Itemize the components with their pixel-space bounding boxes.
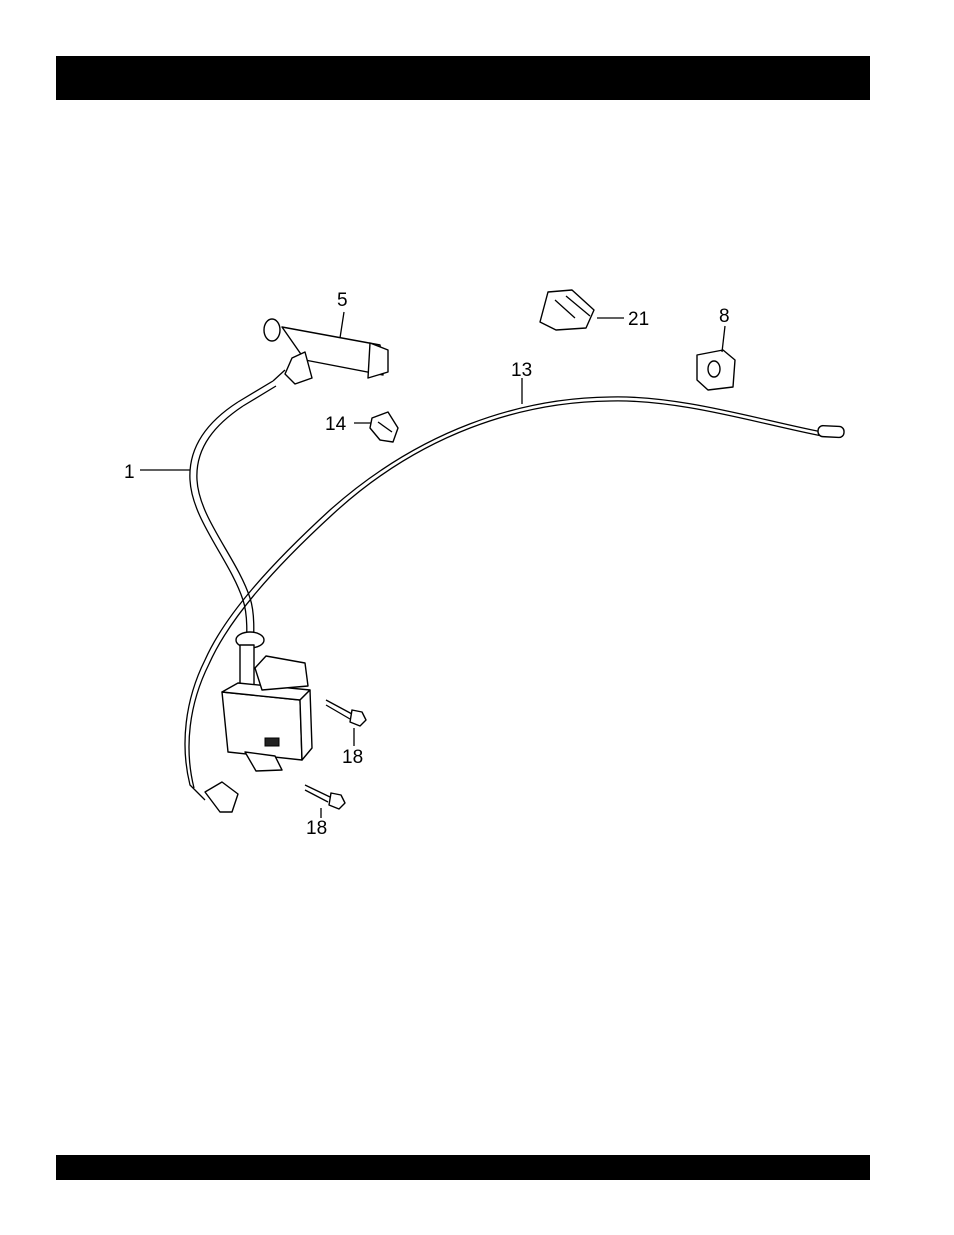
part-8-grommet xyxy=(697,350,735,390)
callout-1: 1 xyxy=(124,462,135,483)
part-18-bolt-lower xyxy=(305,785,345,809)
footer-bar xyxy=(56,1155,870,1180)
callout-13: 13 xyxy=(511,360,532,381)
part-14-clip xyxy=(370,412,398,442)
callout-8: 8 xyxy=(719,306,730,327)
part-18-bolt-upper xyxy=(326,700,366,726)
callout-21: 21 xyxy=(628,309,649,330)
callout-14: 14 xyxy=(325,414,347,435)
part-1-ignition-coil xyxy=(190,381,312,771)
callout-18-upper: 18 xyxy=(342,747,363,768)
callout-18-lower: 18 xyxy=(306,818,327,839)
part-5-plug-cap xyxy=(264,319,388,384)
callout-5: 5 xyxy=(337,290,348,311)
part-21-clamp xyxy=(540,290,594,330)
